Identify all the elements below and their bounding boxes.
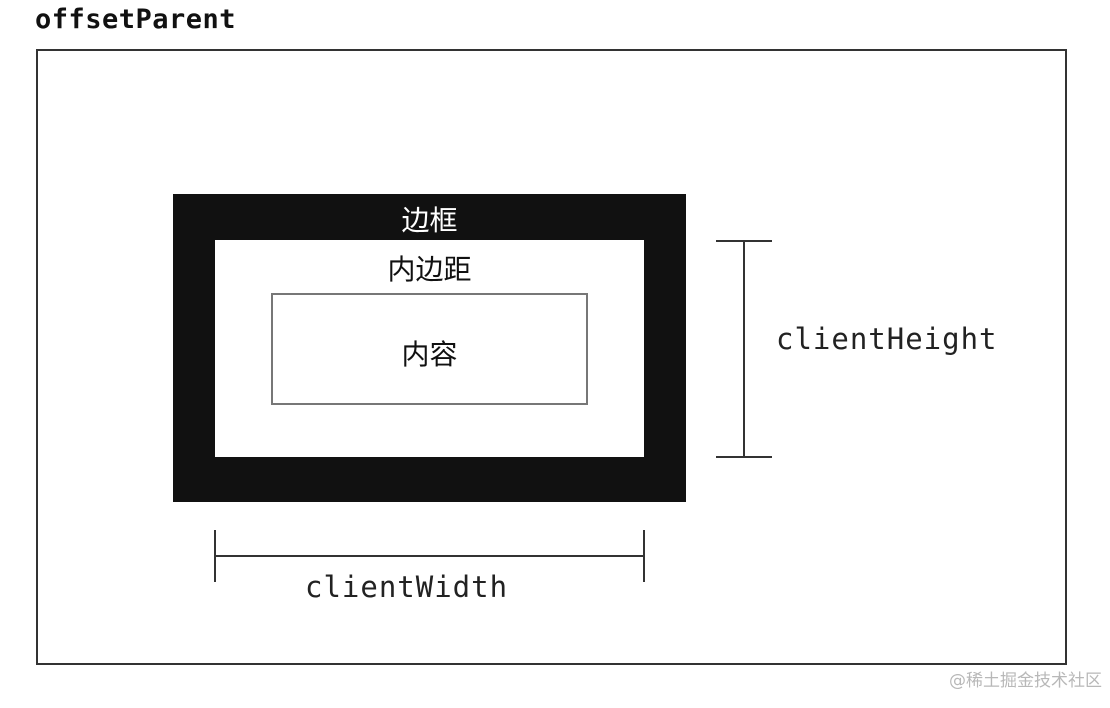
watermark: @稀土掘金技术社区: [949, 671, 1102, 691]
border-label: 边框: [401, 204, 458, 237]
client-height-label: clientHeight: [776, 322, 998, 356]
content-region: [271, 293, 588, 405]
client-width-label: clientWidth: [305, 570, 509, 604]
offset-parent-box: [36, 49, 1067, 665]
offset-parent-title: offsetParent: [35, 4, 237, 35]
content-label: 内容: [401, 338, 458, 371]
padding-label: 内边距: [387, 253, 472, 286]
